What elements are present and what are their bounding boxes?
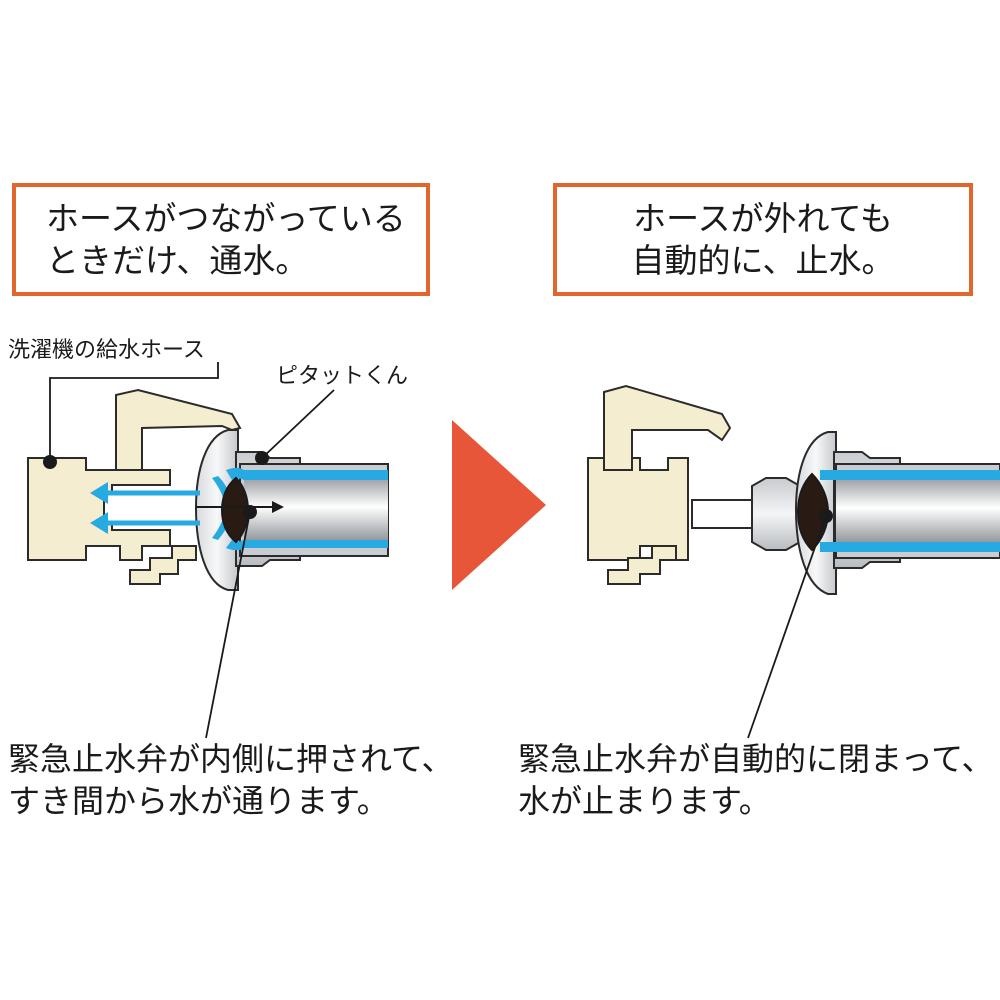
headline-connected-line2: ときだけ、通水。 xyxy=(46,241,309,280)
connected-assembly xyxy=(27,362,389,739)
push-arrow-head xyxy=(272,501,284,513)
caption-right-line2: 水が止まります。 xyxy=(518,782,771,820)
label-washer-hose: 洗濯機の給水ホース xyxy=(8,338,205,363)
headline-connected-line1: ホースがつながっている xyxy=(46,199,406,238)
callout-leader-product xyxy=(261,389,335,459)
disconnected-assembly xyxy=(587,384,1000,739)
detached-nut xyxy=(751,477,801,551)
callout-leader-hose xyxy=(49,362,219,462)
callout-leader-valve-left xyxy=(205,511,251,739)
water-flow-top xyxy=(226,467,388,480)
water-flow-bottom xyxy=(226,540,388,551)
detached-fitting-upper-claw xyxy=(603,384,732,471)
callout-leader-valve-right xyxy=(747,515,827,739)
hose-fitting-upper-claw xyxy=(115,388,242,471)
adapter-pipe-inner xyxy=(244,478,388,542)
caption-left-line1: 緊急止水弁が内側に押されて、 xyxy=(8,740,454,778)
label-product: ピタットくん xyxy=(276,364,409,389)
caption-right-line1: 緊急止水弁が自動的に閉まって、 xyxy=(518,740,994,778)
headline-box-connected: ホースがつながっている ときだけ、通水。 xyxy=(12,183,430,296)
still-water-bottom xyxy=(820,542,1000,552)
detached-pipe-inner xyxy=(836,478,1000,544)
transition-arrow xyxy=(452,420,546,590)
emergency-valve-open xyxy=(220,476,250,544)
water-arrows xyxy=(90,482,200,534)
still-water-top xyxy=(820,470,1000,480)
detached-fitting-lower-hook xyxy=(607,545,677,585)
headline-disconnected-line2: 自動的に、止水。 xyxy=(631,241,895,280)
headline-box-disconnected: ホースが外れても 自動的に、止水。 xyxy=(553,183,973,296)
detached-fitting-body xyxy=(587,457,689,561)
hose-fitting-lower-hook xyxy=(129,545,197,585)
detached-nozzle xyxy=(691,499,755,529)
caption-left-line2: すき間から水が通ります。 xyxy=(8,782,389,820)
headline-disconnected-line1: ホースが外れても xyxy=(633,199,893,238)
